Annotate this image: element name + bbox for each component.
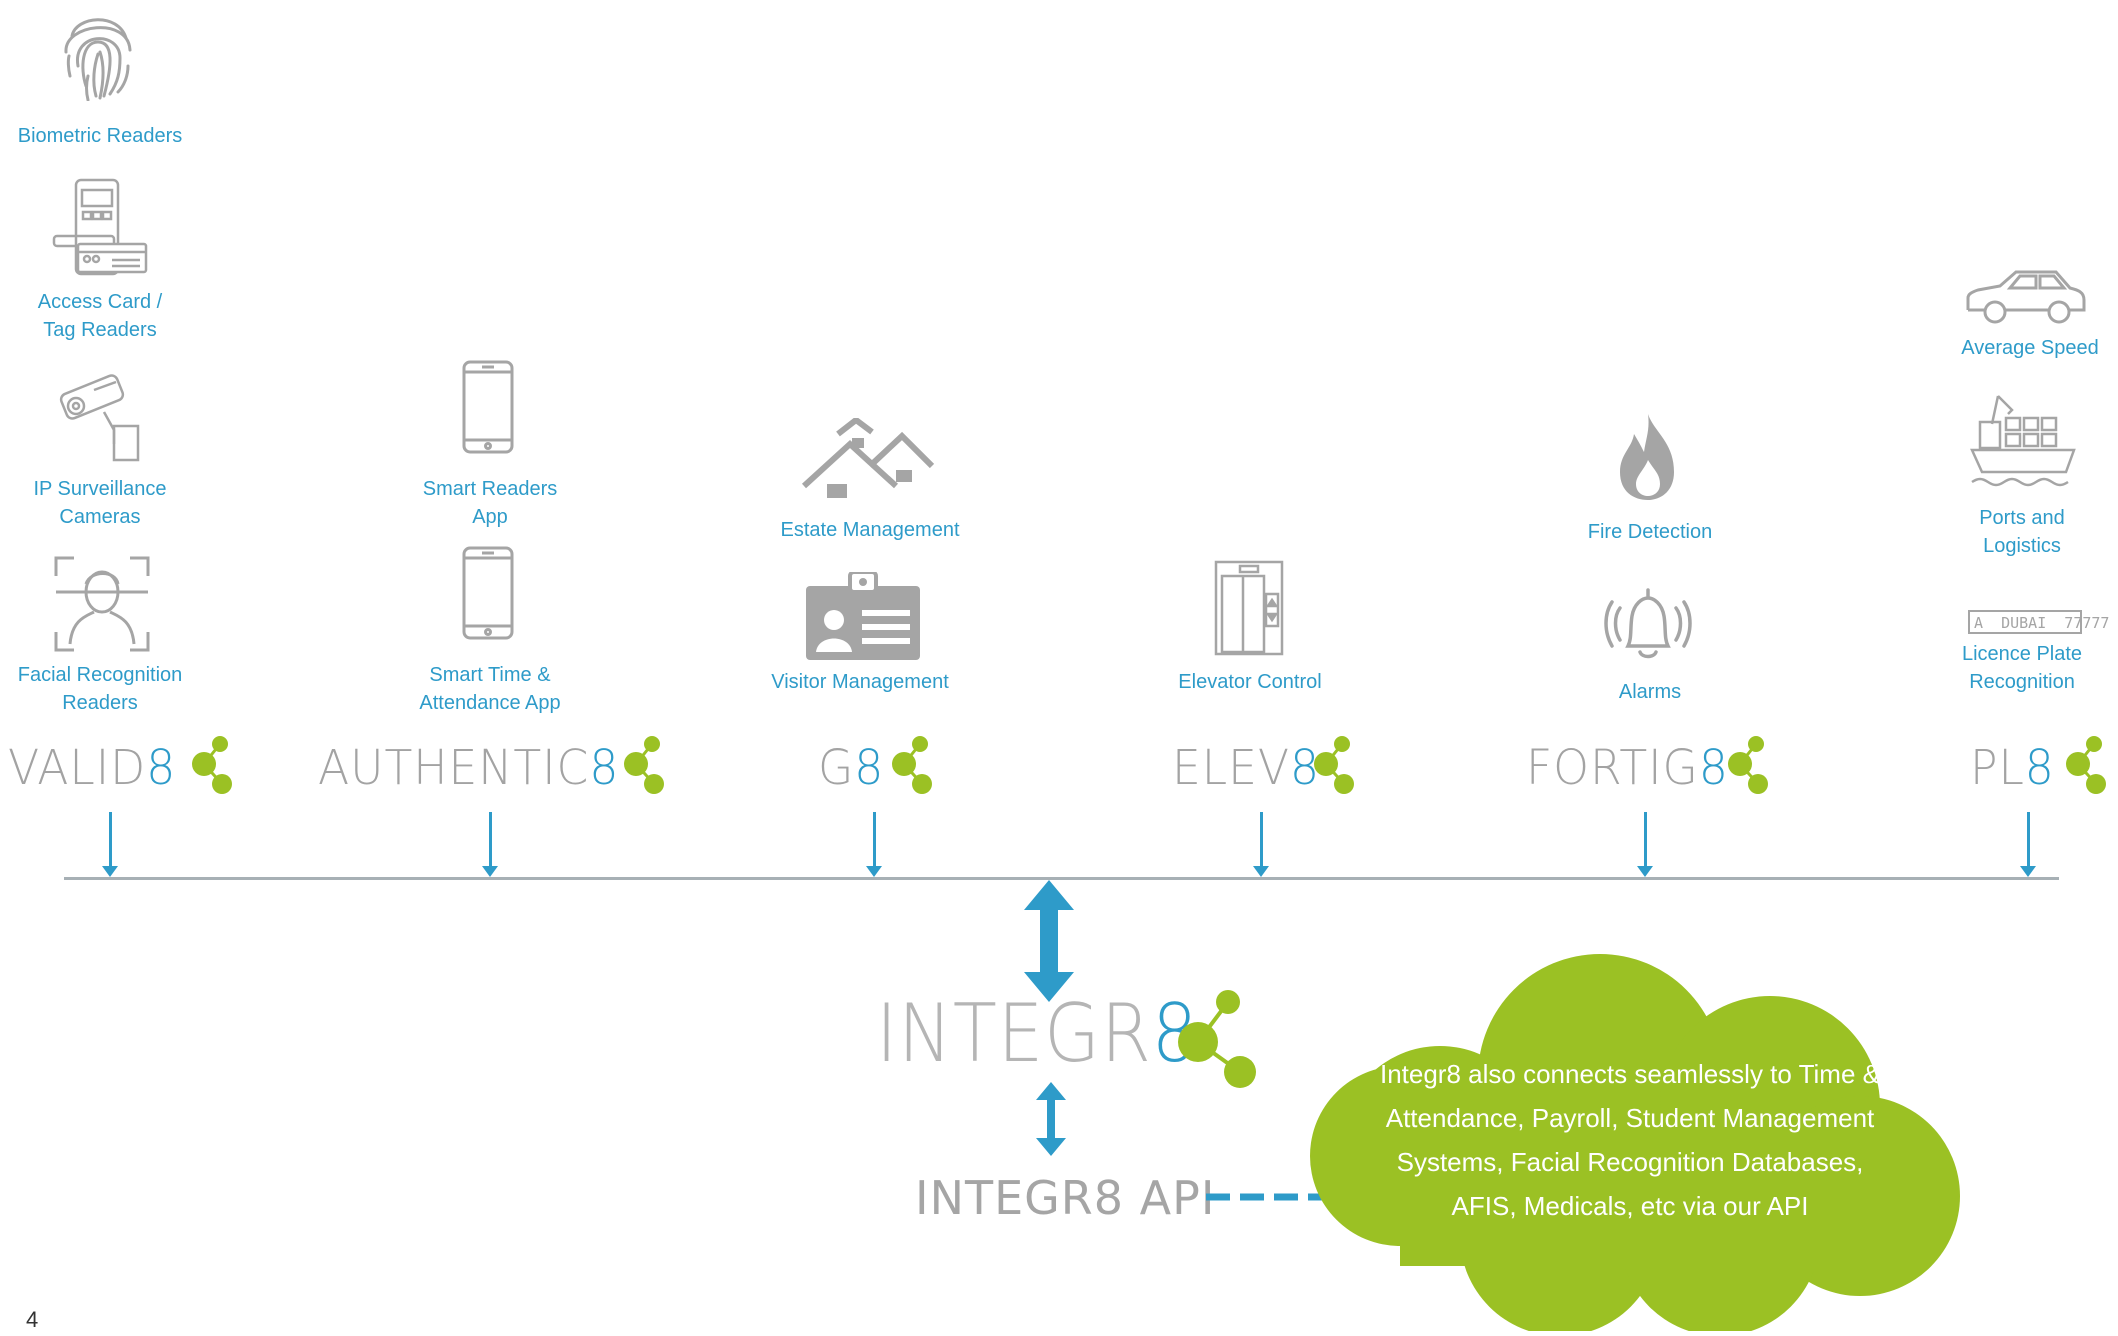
integr8-api-label: INTEGR8 API	[915, 1171, 1216, 1225]
fortig8-word: FORTIG	[1526, 740, 1699, 796]
page-number: 4	[26, 1307, 39, 1332]
alarms-label: Alarms	[1618, 681, 1682, 703]
g8-eight: 8	[854, 740, 885, 796]
valid8-word: VALID	[8, 740, 147, 796]
card-reader-icon	[52, 178, 152, 281]
plate-text: A DUBAI 77777	[1974, 614, 2110, 632]
double-arrow-icon	[1024, 880, 1074, 1007]
visitor-management-label: Visitor Management	[771, 671, 949, 693]
smart-readers-app-label: Smart Readers App	[422, 478, 558, 528]
car-icon	[1964, 268, 2088, 331]
g8-logo: G8	[818, 736, 938, 808]
licence-plate-label: Licence Plate Recognition	[1961, 643, 2083, 693]
smart-time-app-label: Smart Time & Attendance App	[419, 664, 561, 714]
valid8-eight: 8	[146, 740, 177, 796]
smartphone-icon	[462, 360, 514, 459]
pl8-logo: PL8	[1970, 736, 2110, 808]
integration-bus-line	[64, 877, 2059, 880]
molecule-icon	[1728, 736, 1768, 794]
smartphone-attendance-icon	[462, 546, 514, 645]
elev8-eight: 8	[1290, 740, 1320, 796]
alarm-bell-icon	[1600, 588, 1696, 667]
fingerprint-icon	[58, 6, 138, 106]
integr8-logo: INTEGR8	[876, 984, 1256, 1094]
g8-word: G	[818, 740, 855, 796]
cargo-ship-icon	[1970, 392, 2082, 497]
ip-cameras-label: IP Surveillance Cameras	[33, 478, 167, 528]
arrow-head-icon	[2020, 866, 2036, 877]
dashed-connector	[1206, 1190, 1326, 1208]
molecule-icon	[892, 736, 932, 794]
arrow-head-icon	[1637, 866, 1653, 877]
cloud-shape	[1300, 936, 1972, 1336]
access-card-label: Access Card / Tag Readers	[37, 291, 163, 341]
arrow-g8	[873, 812, 876, 866]
arrow-valid8	[109, 812, 112, 866]
arrow-pl8	[2027, 812, 2030, 866]
authentic8-eight: 8	[589, 740, 620, 796]
molecule-icon	[1314, 736, 1354, 794]
estate-management-label: Estate Management	[780, 519, 960, 541]
arrow-head-icon	[866, 866, 882, 877]
small-double-arrow-icon	[1036, 1082, 1066, 1161]
elev8-word: ELEV	[1172, 740, 1291, 796]
cloud-text: Integr8 also connects seamlessly to Time…	[1379, 1059, 1880, 1221]
elevator-control-label: Elevator Control	[1178, 671, 1322, 693]
fire-icon	[1614, 412, 1682, 507]
biometric-readers-label: Biometric Readers	[17, 125, 183, 147]
houses-icon	[800, 416, 936, 507]
arrow-elev8	[1260, 812, 1263, 866]
average-speed-label: Average Speed	[1961, 337, 2099, 359]
authentic8-word: AUTHENTIC	[318, 740, 590, 796]
id-badge-icon	[806, 570, 920, 665]
ports-logistics-label: Ports and Logistics	[1979, 507, 2065, 557]
arrow-head-icon	[482, 866, 498, 877]
valid8-logo: VALID8	[8, 736, 232, 808]
fire-detection-label: Fire Detection	[1587, 521, 1713, 543]
molecule-icon	[2066, 736, 2106, 794]
pl8-word: PL	[1970, 740, 2025, 796]
molecule-icon	[624, 736, 664, 794]
fortig8-eight: 8	[1698, 740, 1729, 796]
licence-plate-icon: A DUBAI 77777	[1968, 610, 2109, 634]
arrow-head-icon	[1253, 866, 1269, 877]
arrow-head-icon	[102, 866, 118, 877]
cctv-camera-icon	[54, 370, 149, 470]
molecule-icon	[1178, 990, 1256, 1088]
face-scan-icon	[54, 556, 150, 657]
arrow-fortig8	[1644, 812, 1647, 866]
authentic8-logo: AUTHENTIC8	[318, 736, 678, 808]
integr8-word: INTEGR	[876, 987, 1152, 1080]
facial-readers-label: Facial Recognition Readers	[17, 664, 183, 714]
pl8-eight: 8	[2024, 740, 2055, 796]
fortig8-logo: FORTIG8	[1526, 736, 1776, 808]
elev8-logo: ELEV8	[1172, 736, 1362, 808]
elevator-icon	[1214, 560, 1284, 661]
molecule-icon	[192, 736, 232, 794]
arrow-authentic8	[489, 812, 492, 866]
